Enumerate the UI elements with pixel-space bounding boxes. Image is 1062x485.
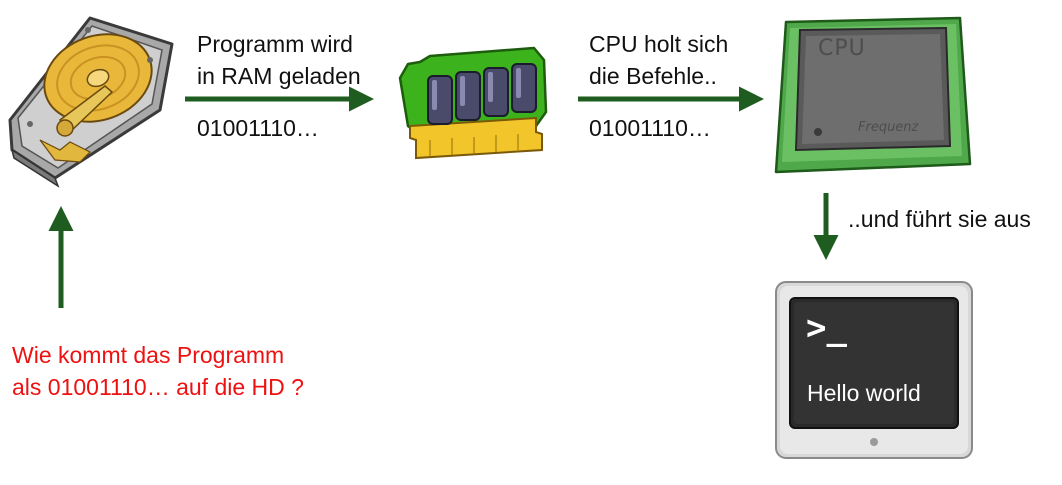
label-hd-to-ram-line2: in RAM geladen — [197, 63, 361, 89]
terminal-output: Hello world — [807, 380, 921, 406]
cpu-title: CPU — [818, 36, 866, 61]
question-line1: Wie kommt das Programm — [12, 342, 285, 368]
cpu-subtitle: Frequenz — [858, 120, 919, 135]
label-hd-to-ram-bits: 01001110… — [197, 115, 319, 141]
label-cpu-to-terminal: ..und führt sie aus — [848, 206, 1031, 232]
terminal-prompt: >_ — [806, 308, 847, 348]
label-ram-to-cpu-line2: die Befehle.. — [589, 63, 717, 89]
label-ram-to-cpu-bits: 01001110… — [589, 115, 711, 141]
question-line2: als 01001110… auf die HD ? — [12, 374, 304, 400]
label-hd-to-ram-line1: Programm wird — [197, 31, 353, 57]
label-ram-to-cpu-line1: CPU holt sich — [589, 31, 729, 57]
